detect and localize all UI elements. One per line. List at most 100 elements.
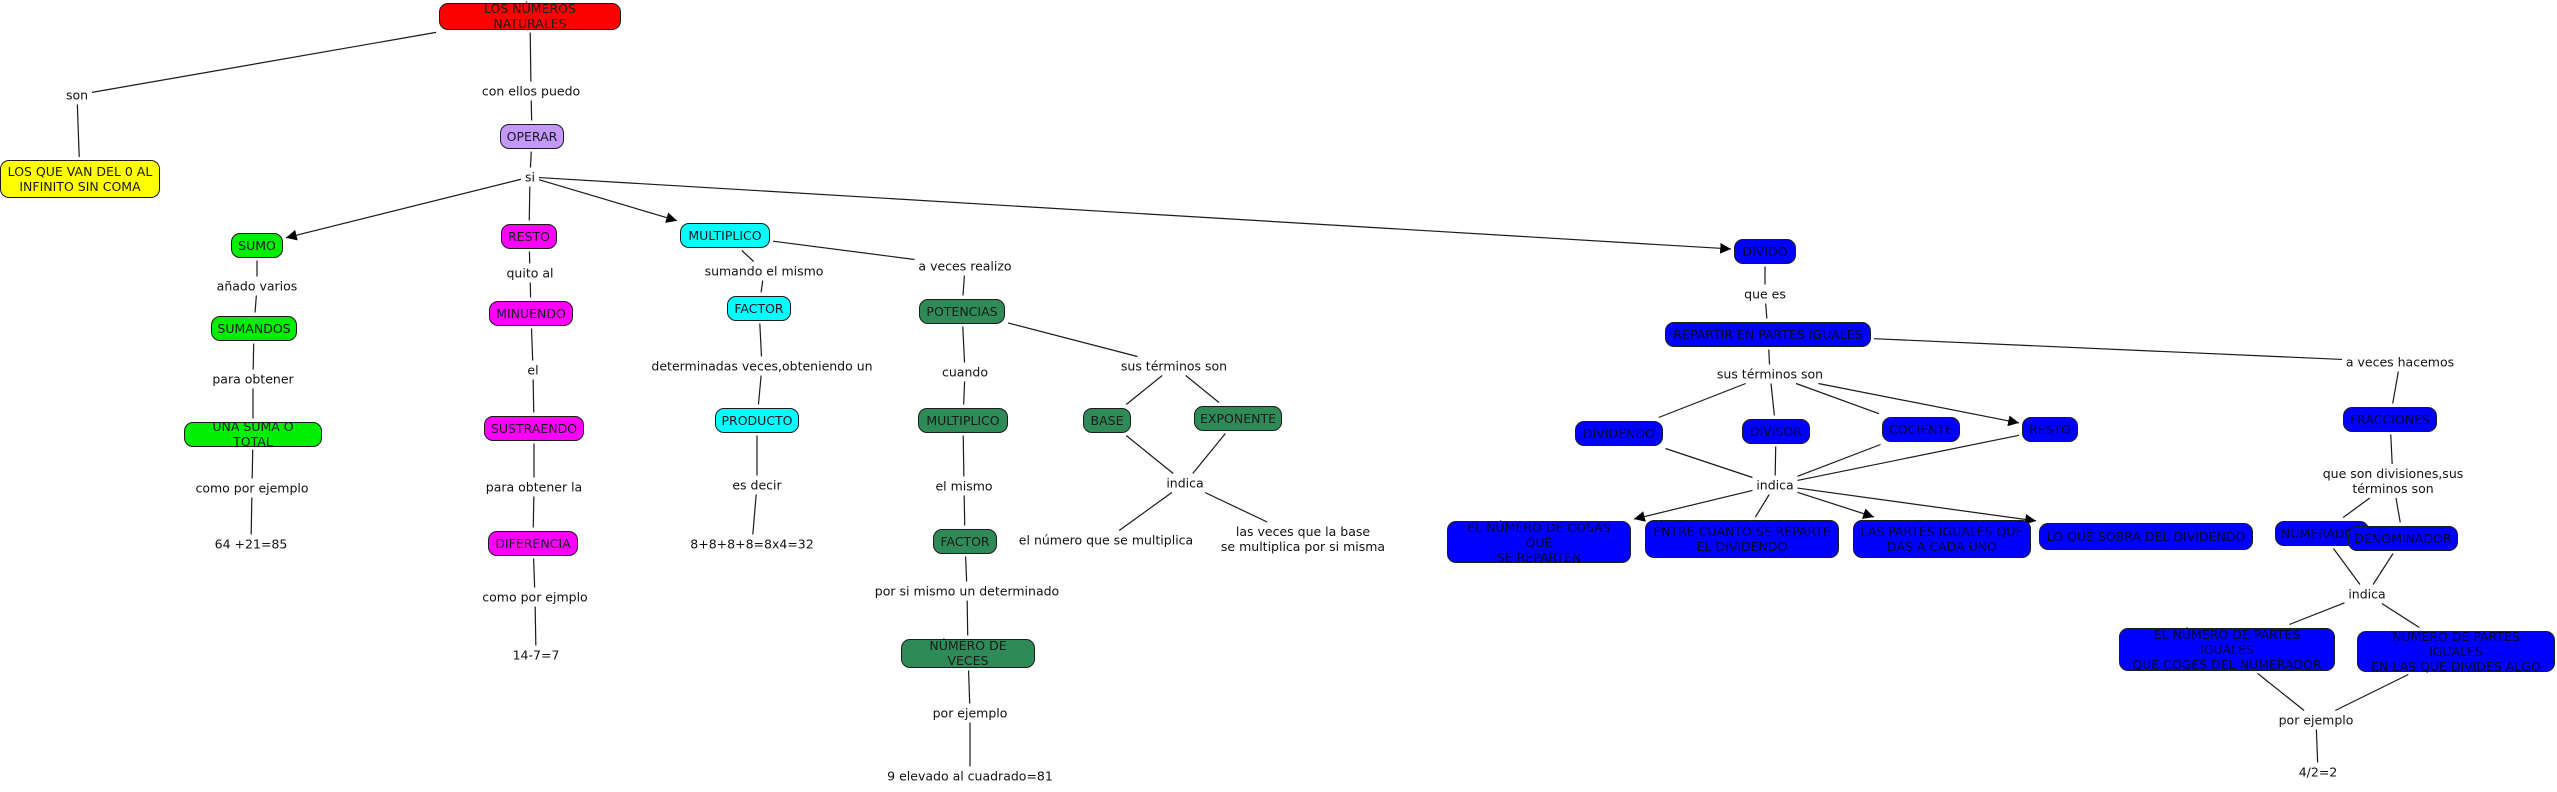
link-label-el-mismo: el mismo <box>933 478 995 494</box>
connection-l_el-to-sustraendo <box>532 379 535 413</box>
concept-node-def-dividendo[interactable]: EL NÚMERO DE COSAS QUE SE REPARTEN <box>1447 520 1631 565</box>
connection-divisor-to-l_indica_div <box>1774 446 1777 476</box>
connection-l_indica_div-to-d_def1 <box>1633 489 1753 522</box>
example-potencia: 9 elevado al cuadrado=81 <box>885 768 1055 784</box>
concept-node-repartir[interactable]: REPARTIR EN PARTES IGUALES <box>1665 321 1871 347</box>
concept-node-exponente[interactable]: EXPONENTE <box>1194 405 1282 431</box>
concept-node-potencias[interactable]: POTENCIAS <box>919 298 1005 324</box>
connection-l_ejemplo_suma-to-ex_suma <box>250 497 253 535</box>
link-label-el: el <box>525 362 541 378</box>
concept-node-multiplico[interactable]: MULTIPLICO <box>680 222 770 248</box>
concept-node-dividendo[interactable]: DIVIDENDO <box>1575 420 1663 446</box>
link-label-sus-terminos-division: sus términos son <box>1714 366 1826 382</box>
concept-node-minuendo[interactable]: MINUENDO <box>489 300 573 326</box>
connection-l_terminos_div-to-dividendo <box>1658 382 1746 419</box>
connection-numerador-to-l_indica_frac <box>2332 548 2361 585</box>
concept-node-factor-potencias[interactable]: FACTOR <box>933 528 997 554</box>
connection-l_divisiones-to-numerador <box>2342 497 2371 518</box>
link-label-indica-fracciones: indica <box>2346 586 2388 602</box>
connection-l_si-to-resto_op <box>528 186 531 221</box>
connection-l_que_es-to-repartir <box>1765 303 1768 319</box>
concept-node-definicion[interactable]: LOS QUE VAN DEL 0 AL INFINITO SIN COMA <box>0 160 160 198</box>
link-label-cuando: cuando <box>940 364 990 380</box>
example-resta: 14-7=7 <box>510 647 562 663</box>
example-fraccion: 4/2=2 <box>2296 764 2340 780</box>
concept-node-def-resto[interactable]: LO QUE SOBRA DEL DIVIDENDO <box>2039 522 2253 550</box>
connection-l_el_mismo-to-factor_p <box>963 495 966 526</box>
link-label-sus-terminos-potencias: sus términos son <box>1118 358 1230 374</box>
link-label-indica-division: indica <box>1754 477 1796 493</box>
connection-l_terminos_div-to-divisor <box>1770 383 1775 416</box>
concept-node-fracciones[interactable]: FRACCIONES <box>2343 406 2437 432</box>
concept-node-sustraendo[interactable]: SUSTRAENDO <box>484 415 584 441</box>
connection-l_indica_frac-to-f_def2 <box>2381 602 2420 629</box>
link-label-anado-varios: añado varios <box>214 278 300 294</box>
connection-repartir-to-l_terminos_div <box>1768 349 1771 365</box>
link-label-a-veces-realizo: a veces realizo <box>916 258 1014 274</box>
concept-node-resto[interactable]: RESTO <box>501 223 557 249</box>
connection-factor_p-to-l_por_si <box>965 556 968 582</box>
link-label-por-ejemplo-potencias: por ejemplo <box>930 705 1010 721</box>
connection-base-to-l_indica_pot <box>1125 435 1174 474</box>
connection-multiplico_p-to-l_el_mismo <box>962 435 965 477</box>
connection-l_indica_pot-to-t_exp <box>1204 491 1268 523</box>
connection-l_hacemos-to-fracciones <box>2392 371 2399 404</box>
link-label-para-obtener: para obtener <box>210 371 296 387</box>
link-label-por-si-mismo: por si mismo un determinado <box>872 583 1062 599</box>
connection-denominador-to-l_indica_frac <box>2372 553 2394 585</box>
link-label-con-ellos-puedo: con ellos puedo <box>479 83 583 99</box>
link-label-determinadas-veces: determinadas veces,obteniendo un <box>649 358 875 374</box>
connection-l_cuando-to-multiplico_p <box>963 381 966 405</box>
concept-node-def-divisor[interactable]: ENTRE CUANTO SE REPARTE EL DIVIDENDO <box>1645 520 1839 558</box>
concept-node-operar[interactable]: OPERAR <box>500 123 564 149</box>
concept-node-los-numeros-naturales[interactable]: LOS NÚMEROS NATURALES <box>439 1 621 31</box>
concept-node-suma-total[interactable]: UNA SUMA O TOTAL <box>184 419 322 449</box>
example-multiplicacion: 8+8+8+8=8x4=32 <box>688 536 816 552</box>
concept-node-def-denominador[interactable]: NUMERO DE PARTES IGUALES EN LAS QUE DIVI… <box>2357 629 2555 674</box>
connection-multiplico-to-l_sumando <box>741 250 755 262</box>
connection-operar-to-l_si <box>529 151 532 168</box>
concept-node-producto[interactable]: PRODUCTO <box>715 407 799 433</box>
connection-root-to-l_puedo <box>529 32 532 82</box>
connection-multiplico-to-l_realizo <box>772 240 915 261</box>
connection-minuendo-to-l_el <box>530 328 534 361</box>
concept-node-factor[interactable]: FACTOR <box>727 295 791 321</box>
link-label-para-obtener-la: para obtener la <box>483 479 585 495</box>
concept-node-multiplico-potencias[interactable]: MULTIPLICO <box>918 407 1008 433</box>
connection-potencias-to-l_terminos_pot <box>1007 322 1138 358</box>
link-label-como-por-ejmplo: como por ejmplo <box>480 589 590 605</box>
connection-l_ejemplo_frac-to-ex_frac <box>2315 729 2319 763</box>
connection-l_indica_div-to-d_def2 <box>1754 494 1770 518</box>
concept-node-divisor[interactable]: DIVISOR <box>1742 418 1810 444</box>
concept-node-cociente[interactable]: COCIENTE <box>1882 416 1960 442</box>
connection-f_def2-to-l_ejemplo_frac <box>2335 673 2409 712</box>
connection-l_determinadas-to-producto <box>757 375 762 405</box>
connection-l_terminos_div-to-resto_div <box>1818 382 2020 427</box>
concept-node-resto-division[interactable]: RESTO <box>2022 416 2078 442</box>
connection-l_indica_div-to-d_def3 <box>1797 491 1875 519</box>
concept-node-numero-de-veces[interactable]: NÚMERO DE VECES <box>901 638 1035 668</box>
connection-l_terminos_pot-to-exponente <box>1185 375 1220 403</box>
connection-f_def1-to-l_ejemplo_frac <box>2257 673 2305 711</box>
connection-l_si-to-sumo <box>285 178 522 241</box>
concept-node-diferencia[interactable]: DIFERENCIA <box>488 530 578 556</box>
connection-fracciones-to-l_divisiones <box>2390 434 2393 465</box>
concept-node-sumandos[interactable]: SUMANDOS <box>211 315 297 341</box>
connection-cociente-to-l_indica_div <box>1797 443 1881 477</box>
connection-factor_m-to-l_determinadas <box>759 323 763 357</box>
concept-node-divido[interactable]: DIVIDO <box>1734 238 1796 264</box>
concept-node-def-cociente[interactable]: LAS PARTES IGUALES QUE DAS A CADA UNO <box>1853 520 2031 558</box>
concept-node-def-numerador[interactable]: EL NÚMERO DE PARTES IGUALES QUE COGES DE… <box>2119 627 2335 672</box>
connection-repartir-to-l_hacemos <box>1873 338 2343 361</box>
concept-node-base[interactable]: BASE <box>1083 407 1131 433</box>
concept-node-denominador[interactable]: DENOMINADOR <box>2348 525 2458 551</box>
link-label-como-por-ejemplo: como por ejemplo <box>193 480 311 496</box>
link-label-que-son-divisiones: que son divisiones,sus términos son <box>2311 466 2475 496</box>
link-label-que-es: que es <box>1742 286 1788 302</box>
link-label-es-decir: es decir <box>730 477 784 493</box>
connection-l_anado-to-sumandos <box>254 295 257 313</box>
connection-diferencia-to-l_ejmplo_resta <box>532 558 536 588</box>
link-label-sumando-el-mismo: sumando el mismo <box>702 263 826 279</box>
concept-node-sumo[interactable]: SUMO <box>231 232 283 258</box>
